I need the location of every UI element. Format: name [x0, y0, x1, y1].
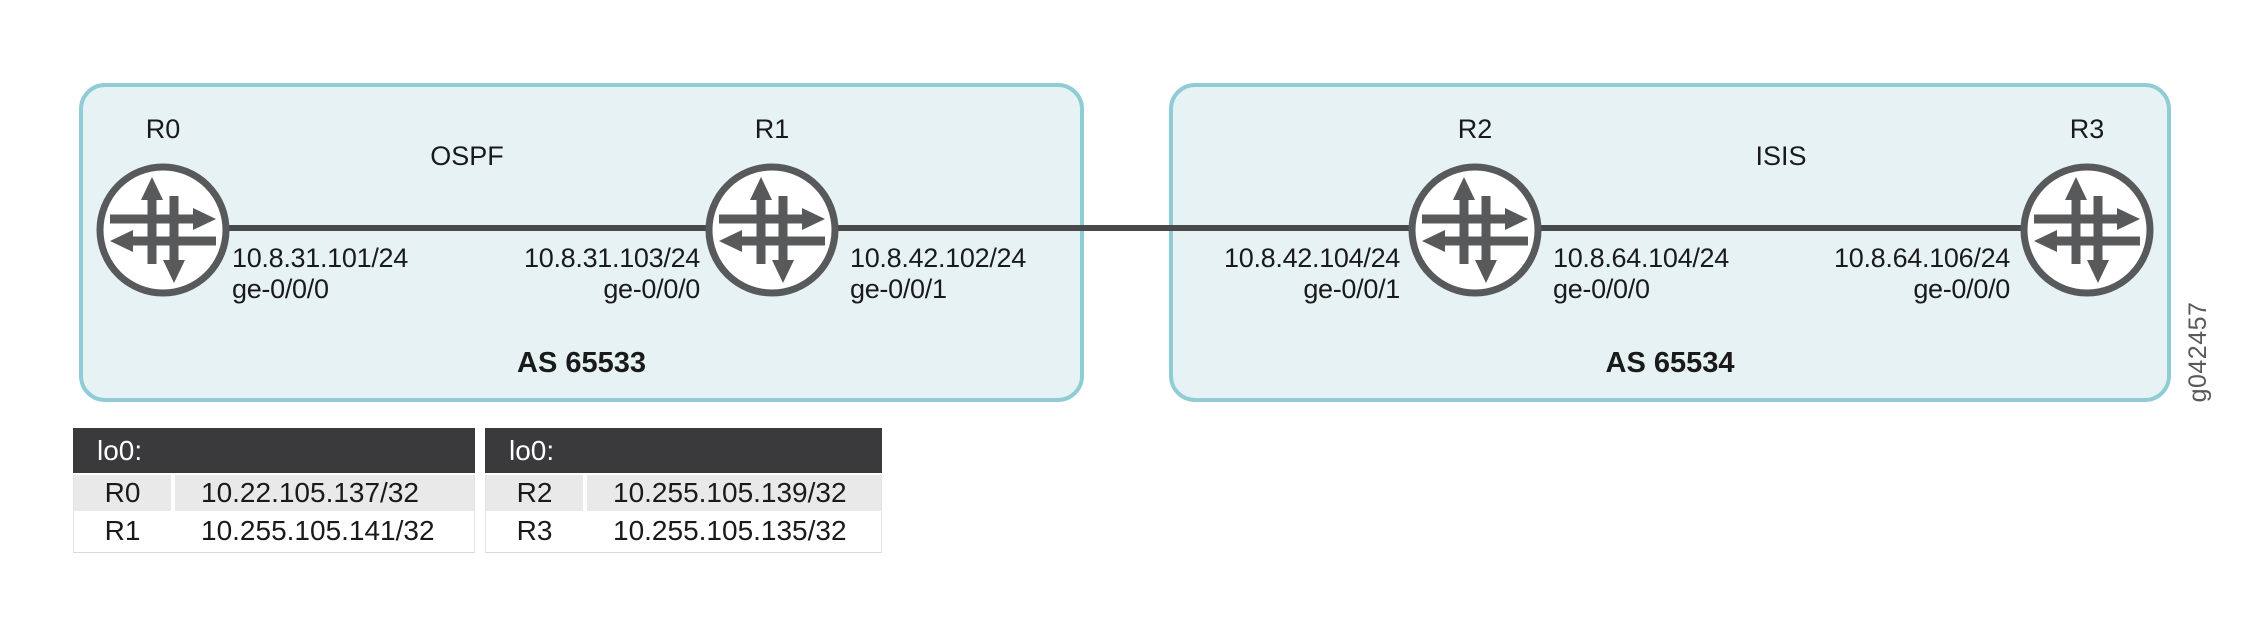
- table-row: R3 10.255.105.135/32: [486, 513, 881, 549]
- as-65533-domain-box: [79, 83, 1084, 402]
- as-65534-label: AS 65534: [1605, 347, 1735, 379]
- interface-ip: 10.8.31.103/24: [524, 243, 700, 273]
- interface-port: ge-0/0/0: [1913, 274, 2010, 304]
- juniper-router-icon: [2020, 163, 2154, 297]
- interface-ip: 10.8.31.101/24: [232, 243, 408, 273]
- loopback-table-right: lo0: R2 10.255.105.139/32 R3 10.255.105.…: [485, 428, 882, 553]
- router-name-cell: R2: [486, 475, 583, 511]
- interface-label-r1-ge001: 10.8.42.102/24 ge-0/0/1: [850, 243, 1026, 305]
- router-r3-label: R3: [2069, 114, 2105, 144]
- loopback-table-left: lo0: R0 10.22.105.137/32 R1 10.255.105.1…: [73, 428, 475, 553]
- interface-ip: 10.8.64.106/24: [1834, 243, 2010, 273]
- interface-label-r1-ge000: 10.8.31.103/24 ge-0/0/0: [524, 243, 700, 305]
- interface-ip: 10.8.42.102/24: [850, 243, 1026, 273]
- interface-label-r3-ge000: 10.8.64.106/24 ge-0/0/0: [1834, 243, 2010, 305]
- interface-label-r2-ge001: 10.8.42.104/24 ge-0/0/1: [1224, 243, 1400, 305]
- interface-port: ge-0/0/1: [1303, 274, 1400, 304]
- juniper-router-icon: [1408, 163, 1542, 297]
- figure-id-label: g042457: [2183, 301, 2212, 403]
- interface-port: ge-0/0/1: [850, 274, 947, 304]
- loopback-table-header: lo0:: [485, 428, 882, 473]
- router-r0-icon: [93, 160, 233, 300]
- interface-ip: 10.8.42.104/24: [1224, 243, 1400, 273]
- interface-port: ge-0/0/0: [1553, 274, 1650, 304]
- interface-label-r2-ge000: 10.8.64.104/24 ge-0/0/0: [1553, 243, 1729, 305]
- physical-link-line: [163, 225, 2087, 231]
- loopback-address-cell: 10.255.105.141/32: [201, 515, 435, 546]
- router-r2-label: R2: [1457, 114, 1493, 144]
- router-name-cell: R0: [74, 475, 171, 511]
- router-r3-icon: [2017, 160, 2157, 300]
- loopback-table-header: lo0:: [73, 428, 475, 473]
- loopback-table-body: R2 10.255.105.139/32 R3 10.255.105.135/3…: [485, 475, 882, 553]
- table-row: R1 10.255.105.141/32: [74, 513, 474, 549]
- juniper-router-icon: [96, 163, 230, 297]
- router-name-cell: R1: [104, 515, 141, 546]
- table-row: R0 10.22.105.137/32: [74, 475, 474, 511]
- loopback-address-cell: 10.255.105.139/32: [587, 475, 881, 511]
- router-name-cell: R3: [516, 515, 553, 546]
- protocol-label-ospf: OSPF: [430, 141, 504, 171]
- as-65533-label: AS 65533: [517, 347, 646, 379]
- interface-port: ge-0/0/0: [232, 274, 329, 304]
- table-row: R2 10.255.105.139/32: [486, 475, 881, 511]
- router-r2-icon: [1405, 160, 1545, 300]
- as-65534-domain-box: [1169, 83, 2171, 402]
- router-r1-icon: [702, 160, 842, 300]
- loopback-address-cell: 10.22.105.137/32: [175, 475, 474, 511]
- interface-port: ge-0/0/0: [603, 274, 700, 304]
- interface-label-r0-ge000: 10.8.31.101/24 ge-0/0/0: [232, 243, 408, 305]
- protocol-label-isis: ISIS: [1755, 141, 1807, 171]
- router-r0-label: R0: [145, 114, 181, 144]
- loopback-address-cell: 10.255.105.135/32: [613, 515, 847, 546]
- juniper-router-icon: [705, 163, 839, 297]
- loopback-table-body: R0 10.22.105.137/32 R1 10.255.105.141/32: [73, 475, 475, 553]
- interface-ip: 10.8.64.104/24: [1553, 243, 1729, 273]
- router-r1-label: R1: [754, 114, 790, 144]
